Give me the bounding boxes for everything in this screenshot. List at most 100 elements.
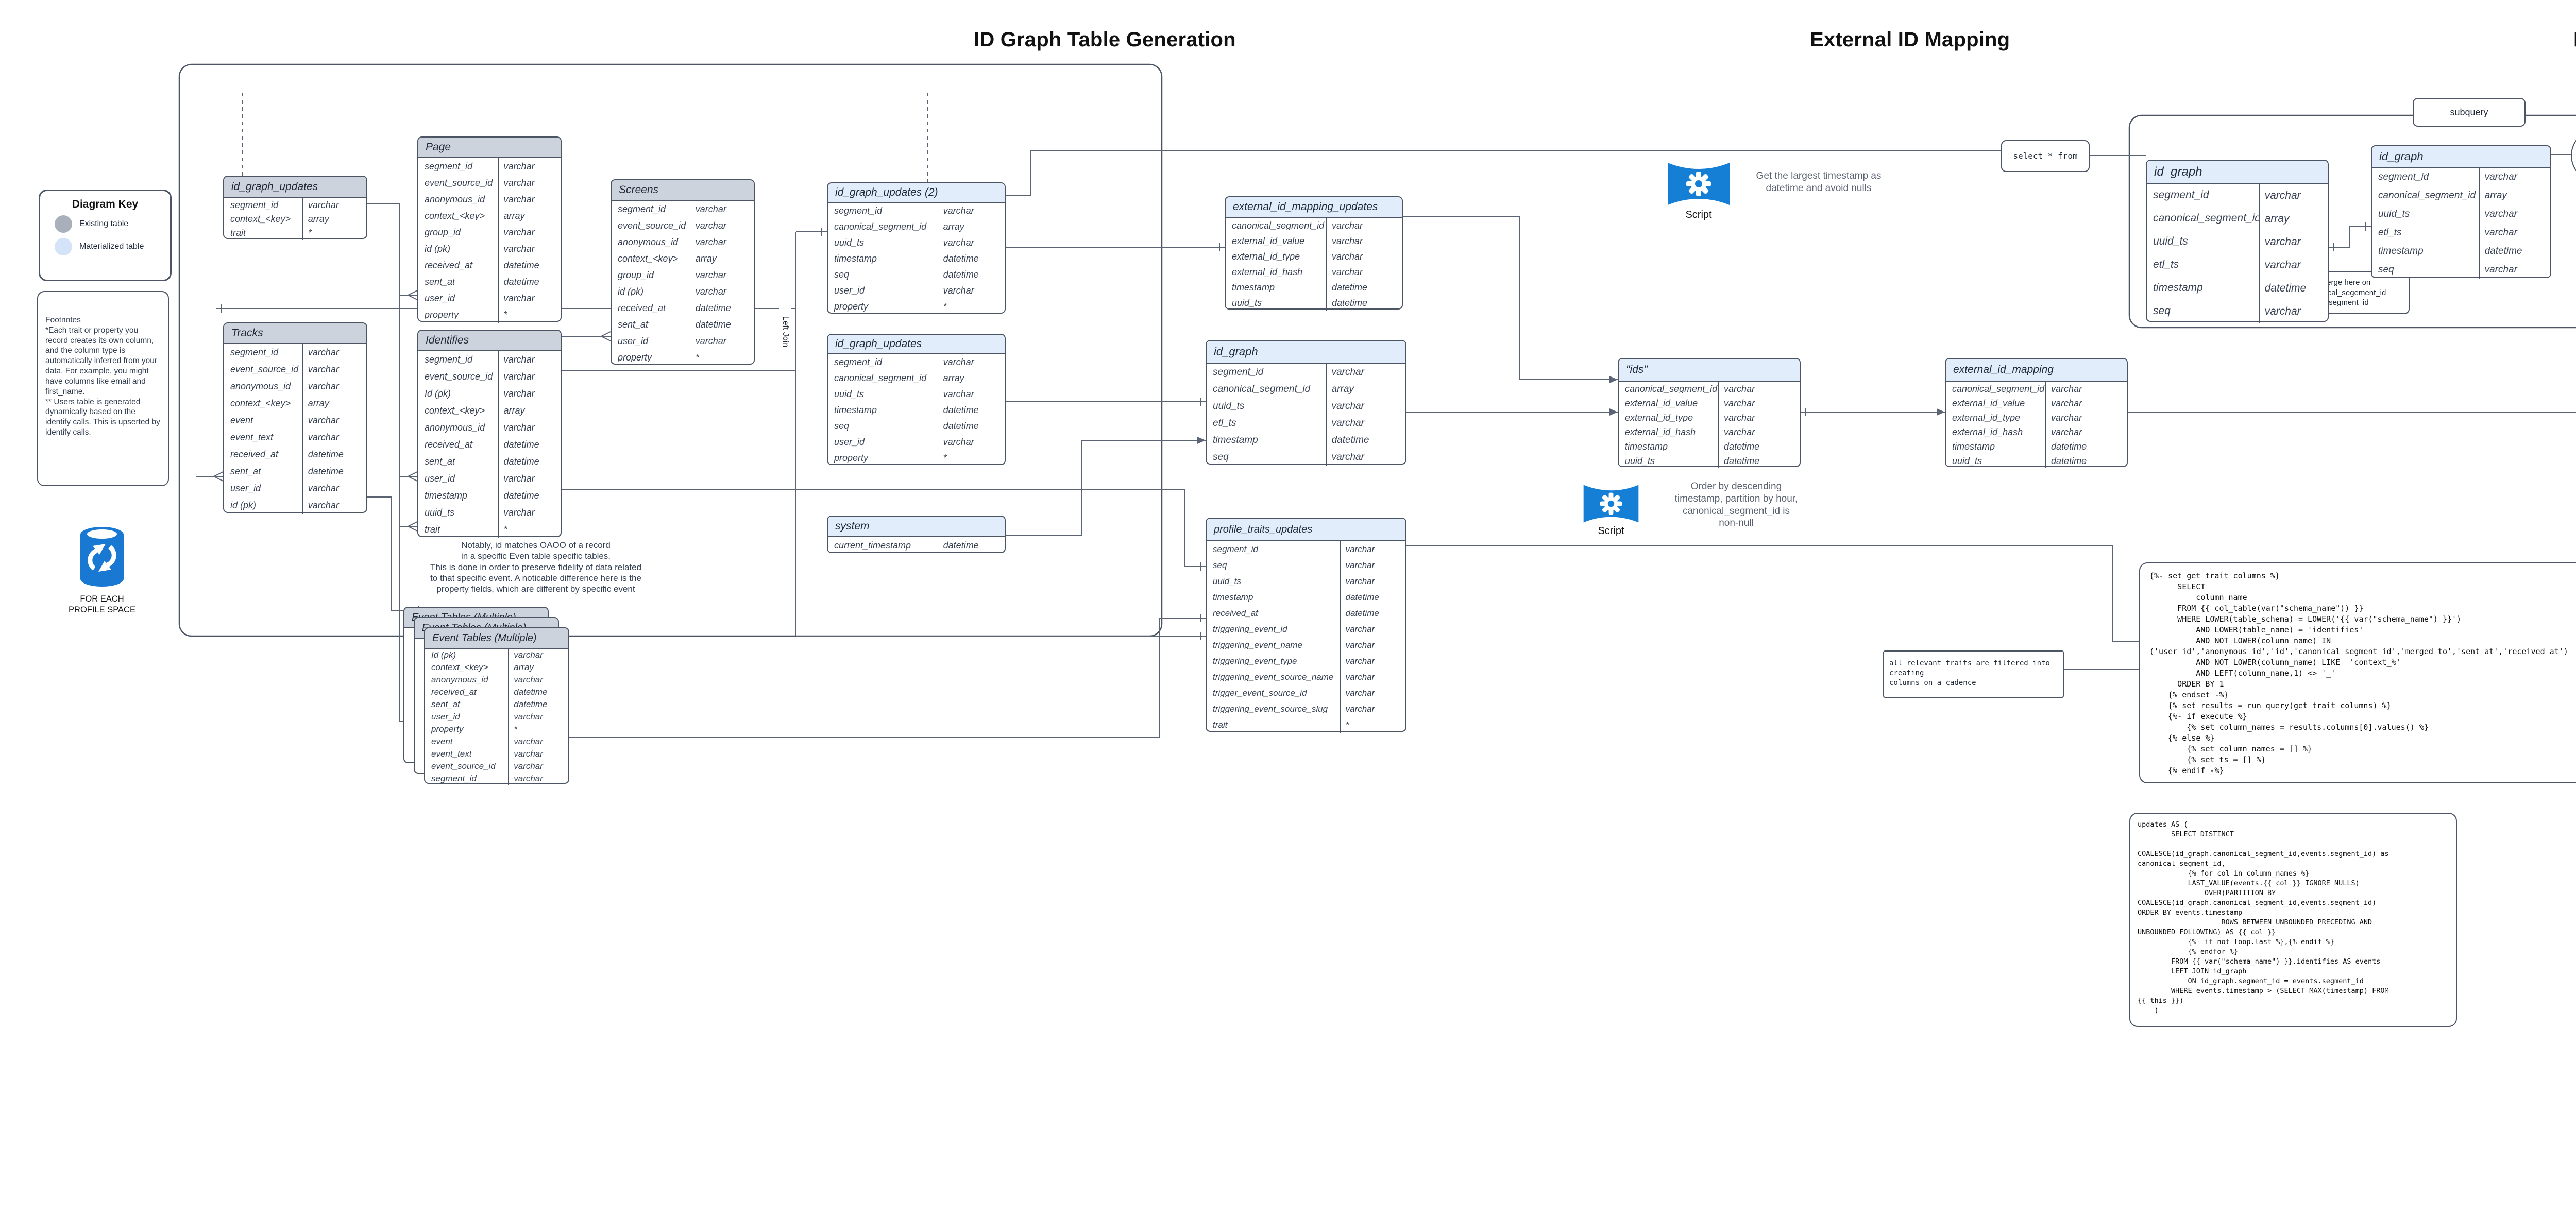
connector[interactable] [367, 203, 400, 721]
column-type: datetime [1340, 589, 1405, 605]
column-type: datetime [1326, 432, 1405, 449]
crow-foot [408, 295, 418, 300]
column-name: segment_id [431, 774, 477, 783]
column-name: canonical_segment_id [2378, 191, 2476, 201]
column-type: varchar [2045, 410, 2127, 425]
connector[interactable] [1406, 545, 2139, 642]
column-type: varchar [2045, 396, 2127, 410]
column-name: property [425, 310, 459, 320]
column-type: varchar [302, 361, 366, 378]
column-type: varchar [302, 344, 366, 361]
column-name: sent_at [230, 467, 261, 476]
script-note[interactable]: Get the largest timestamp as datetime an… [1756, 170, 1882, 194]
column-type: datetime [689, 300, 754, 316]
container[interactable] [178, 63, 1163, 637]
table-row: trait* [224, 226, 366, 240]
column-type: varchar [1326, 264, 1402, 280]
select-from-box[interactable]: select * from [2001, 140, 2090, 172]
column-type: varchar [1340, 669, 1405, 685]
column-type: datetime [302, 463, 366, 480]
column-name: uuid_ts [2153, 236, 2188, 248]
column-type: datetime [689, 316, 754, 333]
table-title: id_graph [2372, 146, 2550, 168]
traits-filtered-note[interactable]: all relevant traits are filtered into cr… [1883, 650, 2064, 698]
connector[interactable] [2128, 358, 2576, 413]
column-name: received_at [1213, 608, 1258, 618]
column-type: varchar [2479, 261, 2550, 279]
table-row: context_<key>array [224, 212, 366, 226]
connector[interactable] [1006, 150, 2001, 196]
column-name: seq [834, 270, 850, 280]
table-title: id_graph_updates [828, 335, 1005, 354]
footnotes-note[interactable]: Footnotes *Each trait or property you re… [37, 291, 169, 486]
script-note[interactable]: Order by descending timestamp, partition… [1674, 481, 1798, 529]
column-name: external_id_type [1952, 413, 2021, 423]
column-name: context_<key> [618, 253, 679, 264]
column-name: segment_id [425, 355, 473, 365]
column-name: timestamp [2378, 246, 2424, 256]
script-ic0n[interactable] [1580, 483, 1642, 524]
column-name: canonical_segment_id [2153, 213, 2259, 225]
column-name: property [431, 725, 464, 734]
column-name: uuid_ts [425, 508, 455, 518]
connector[interactable] [1006, 440, 1206, 536]
diagram-key[interactable]: Diagram Key Existing table Materialized … [39, 190, 172, 281]
code-block-updates-cte[interactable]: updates AS ( SELECT DISTINCT COALESCE(id… [2129, 813, 2457, 1027]
connector[interactable] [2329, 226, 2371, 248]
connector[interactable] [569, 618, 1206, 738]
crow-foot [601, 331, 611, 337]
oaoo-note[interactable]: Notably, id matches OAOO of a record in … [430, 540, 642, 594]
subquery-label-box[interactable]: subquery [2413, 98, 2526, 127]
for-each-profile-space[interactable]: FOR EACH PROFILE SPACE [40, 525, 164, 615]
connector[interactable] [562, 489, 1206, 567]
column-type: varchar [498, 241, 561, 257]
column-type: varchar [1718, 425, 1800, 439]
column-name: canonical_segment_id [834, 373, 927, 383]
left-join-rotated-label[interactable]: Left Join [779, 308, 791, 355]
code-block-get-trait-columns[interactable]: {%- set get_trait_columns %} SELECT colu… [2139, 562, 2576, 783]
column-name: external_id_hash [1952, 427, 2023, 437]
column-name: event_text [230, 433, 274, 442]
column-type: varchar [302, 412, 366, 429]
column-name: timestamp [425, 491, 468, 501]
script-icon[interactable] [1667, 161, 1730, 207]
column-type: varchar [1340, 637, 1405, 653]
column-type: array [937, 219, 1005, 235]
table-row: property* [828, 450, 1005, 466]
connector[interactable] [1403, 216, 1618, 380]
column-type: varchar [1326, 364, 1405, 381]
crow-foot [408, 290, 418, 296]
